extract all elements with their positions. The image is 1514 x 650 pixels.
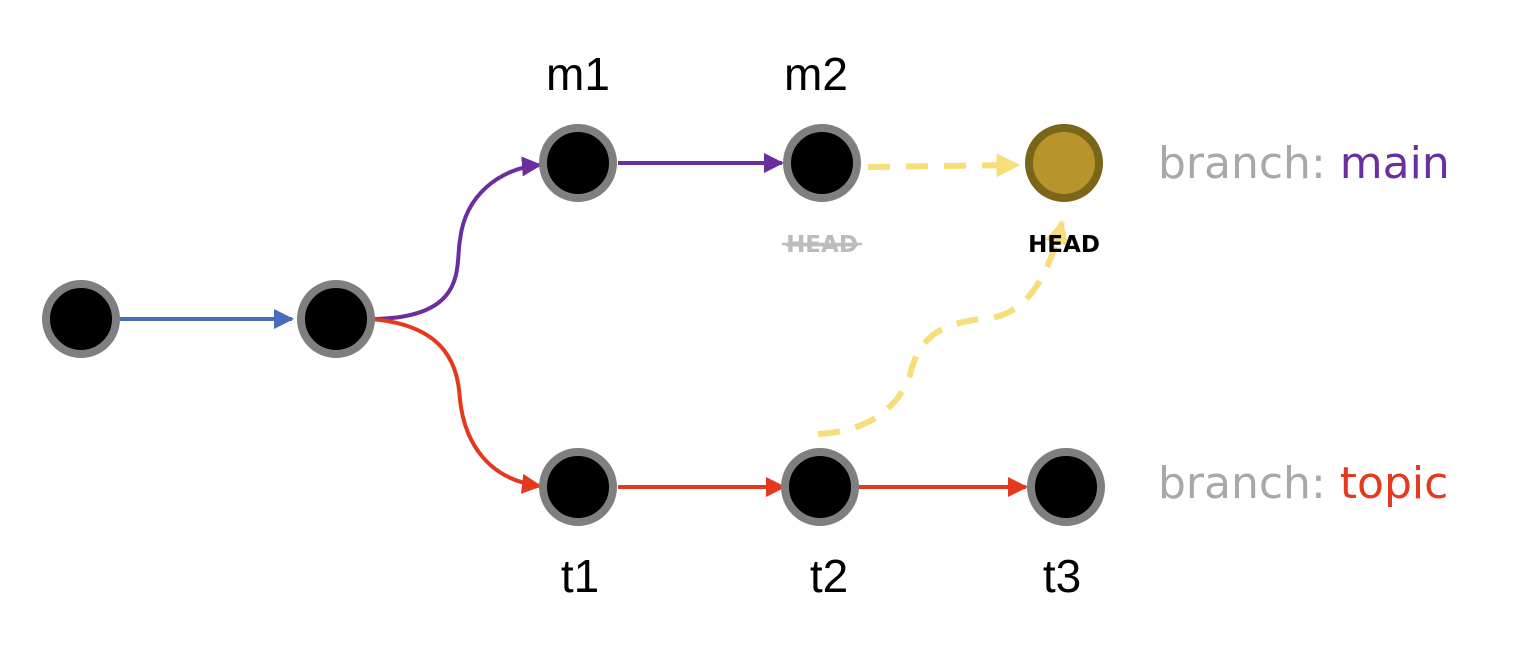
commit-label-t1: t1	[561, 550, 599, 602]
commit-m2	[783, 124, 861, 202]
commit-label-t3: t3	[1043, 550, 1081, 602]
branch-topic-prefix: branch:	[1158, 458, 1340, 509]
commit-label-m1: m1	[546, 48, 610, 100]
branch-main-prefix: branch:	[1158, 138, 1340, 189]
edge-fork-to-m1	[369, 156, 542, 321]
edge-fork-to-t1	[369, 317, 542, 494]
branch-main-name: main	[1340, 138, 1450, 189]
commit-t1	[539, 448, 617, 526]
commit-root	[42, 280, 120, 358]
head-move-t2-arrow	[817, 219, 1069, 437]
head-move-m2-arrow	[867, 153, 1021, 178]
branch-main-label: branch: main	[1158, 138, 1450, 189]
commit-label-t2: t2	[810, 550, 848, 602]
commit-fork	[297, 280, 375, 358]
branch-topic-name: topic	[1340, 458, 1449, 509]
head-label: HEAD	[1028, 232, 1100, 258]
commit-m1	[539, 124, 617, 202]
commit-label-m2: m2	[784, 48, 848, 100]
commit-t3	[1027, 448, 1105, 526]
commit-t2	[781, 448, 859, 526]
branch-topic-label: branch: topic	[1158, 458, 1448, 509]
commit-head	[1025, 124, 1103, 202]
